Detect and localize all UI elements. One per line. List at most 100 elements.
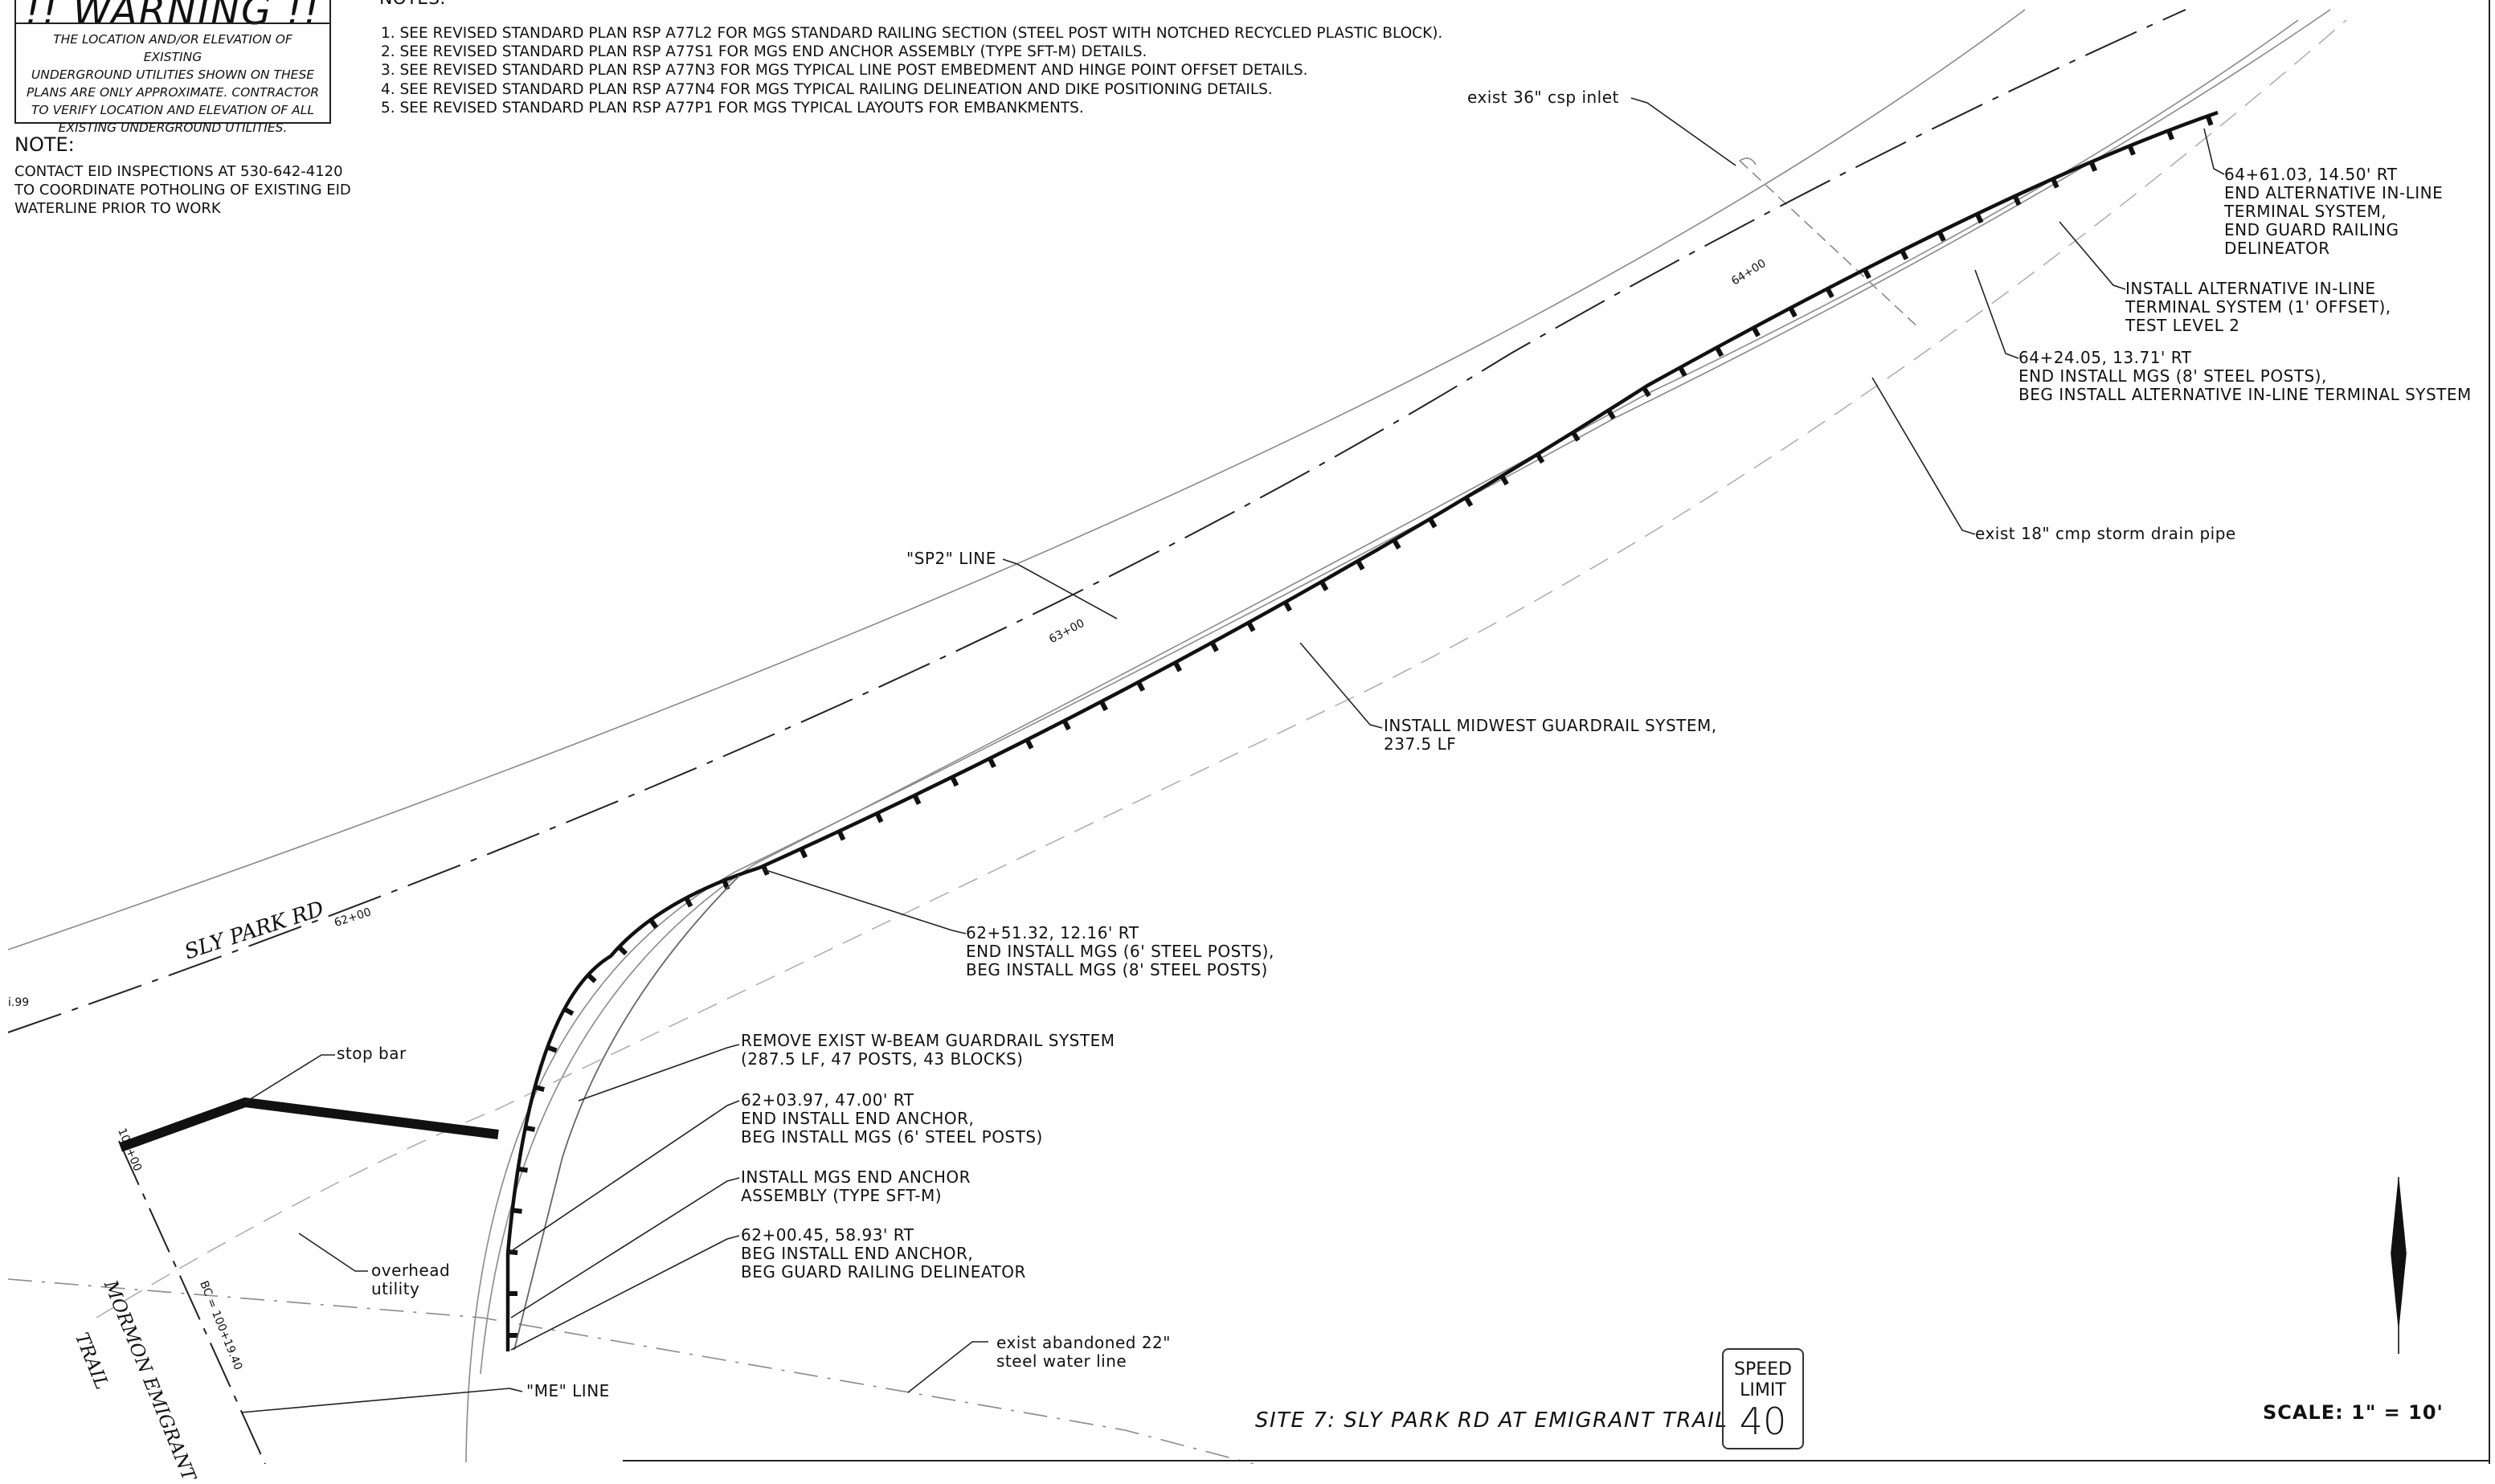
- callout-line: ASSEMBLY (TYPE SFT-M): [741, 1186, 943, 1205]
- guardrail-post: [1319, 580, 1329, 591]
- guardrail-post: [1173, 661, 1183, 673]
- callout-line: END INSTALL END ANCHOR,: [741, 1109, 975, 1128]
- callout-line: "ME" LINE: [526, 1381, 610, 1400]
- note-item: 2. SEE REVISED STANDARD PLAN RSP A77S1 F…: [381, 43, 1147, 61]
- guardrail-post: [1937, 231, 1946, 242]
- callout-line: REMOVE EXIST W-BEAM GUARDRAIL SYSTEM: [741, 1031, 1115, 1050]
- guardrail-post: [1099, 700, 1108, 712]
- note-item: 5. SEE REVISED STANDARD PLAN RSP A77P1 F…: [381, 99, 1084, 117]
- leader-6251: [763, 869, 967, 934]
- guardrail-post: [1974, 212, 1984, 224]
- callout-line: 64+61.03, 14.50' RT: [2224, 165, 2398, 184]
- callout-line: (287.5 LF, 47 POSTS, 43 BLOCKS): [741, 1049, 1024, 1069]
- water-line: [7, 1278, 1254, 1464]
- callout-line: stop bar: [337, 1044, 407, 1063]
- guardrail-post: [1900, 249, 1909, 260]
- sign-label: SPEED LIMIT: [1724, 1359, 1802, 1401]
- callout-line: 62+51.32, 12.16' RT: [966, 923, 1139, 942]
- callout-line: overhead: [371, 1261, 451, 1280]
- guardrail-post: [799, 847, 808, 859]
- callout-line: TERMINAL SYSTEM (1' OFFSET),: [2125, 297, 2391, 317]
- leader-6424: [1974, 269, 2019, 359]
- guardrail-post: [2166, 129, 2174, 141]
- callout-line: TEST LEVEL 2: [2125, 316, 2240, 335]
- guardrail-post: [546, 1045, 558, 1053]
- callout-midwest-guardrail: INSTALL MIDWEST GUARDRAIL SYSTEM, 237.5 …: [1384, 717, 1717, 754]
- leader-midwest: [1299, 642, 1383, 729]
- callout-end-anchor: INSTALL MGS END ANCHOR ASSEMBLY (TYPE SF…: [741, 1168, 971, 1205]
- callout-install-terminal: INSTALL ALTERNATIVE IN-LINE TERMINAL SYS…: [2125, 280, 2391, 335]
- guardrail-post: [1463, 496, 1474, 508]
- leader-csp: [1630, 97, 1736, 166]
- guardrail-post: [517, 1166, 529, 1173]
- guardrail-post: [1499, 474, 1509, 486]
- sly-park-road-edge: [7, 9, 2026, 950]
- warning-line: EXISTING UNDERGROUND UTILITIES.: [58, 121, 288, 135]
- leader-anchor: [510, 1177, 740, 1318]
- leader-6203: [507, 1100, 740, 1254]
- callout-station-62-00: 62+00.45, 58.93' RT BEG INSTALL END ANCH…: [741, 1226, 1026, 1282]
- guardrail-post: [1282, 600, 1292, 612]
- guardrail-post: [648, 918, 659, 930]
- leader-remove: [578, 1044, 740, 1102]
- guardrail-post: [950, 775, 959, 787]
- note-item: 1. SEE REVISED STANDARD PLAN RSP A77L2 F…: [381, 25, 1443, 42]
- callout-line: utility: [371, 1279, 420, 1298]
- guardrail-post: [2012, 194, 2022, 206]
- guardrail-post: [1209, 641, 1219, 652]
- warning-line: THE LOCATION AND/OR ELEVATION OF EXISTIN…: [53, 32, 292, 64]
- callout-line: TERMINAL SYSTEM,: [2224, 202, 2387, 221]
- callout-line: 62+00.45, 58.93' RT: [741, 1225, 914, 1245]
- callout-line: BEG INSTALL END ANCHOR,: [741, 1244, 974, 1263]
- north-arrow: [2391, 1177, 2407, 1354]
- callout-line: 64+24.05, 13.71' RT: [2018, 348, 2192, 367]
- note-line: TO COORDINATE POTHOLING OF EXISTING EID: [14, 182, 351, 198]
- notes-title: NOTES:: [379, 0, 446, 10]
- guardrail-post: [1825, 287, 1834, 299]
- callout-line: INSTALL ALTERNATIVE IN-LINE: [2125, 279, 2376, 298]
- note-item: 3. SEE REVISED STANDARD PLAN RSP A77N3 F…: [381, 62, 1308, 80]
- callout-line: INSTALL MIDWEST GUARDRAIL SYSTEM,: [1384, 716, 1717, 735]
- callout-line: BEG INSTALL MGS (8' STEEL POSTS): [966, 960, 1268, 979]
- callout-line: exist 18" cmp storm drain pipe: [1975, 524, 2236, 543]
- guardrail-post: [512, 1208, 522, 1214]
- note-line: WATERLINE PRIOR TO WORK: [14, 200, 221, 217]
- guardrail-post: [988, 757, 996, 769]
- callout-station-62-03: 62+03.97, 47.00' RT END INSTALL END ANCH…: [741, 1091, 1043, 1147]
- callout-remove-guardrail: REMOVE EXIST W-BEAM GUARDRAIL SYSTEM (28…: [741, 1032, 1115, 1069]
- guardrail-post: [2088, 161, 2098, 172]
- callout-line: steel water line: [996, 1351, 1127, 1371]
- guardrail-post: [1535, 452, 1545, 464]
- guardrail-post: [586, 973, 597, 983]
- guardrail-post: [1136, 681, 1146, 692]
- callout-line: exist 36" csp inlet: [1467, 88, 1619, 107]
- callout-line: BEG INSTALL ALTERNATIVE IN-LINE TERMINAL…: [2018, 385, 2472, 404]
- guardrail-post: [1606, 408, 1616, 420]
- guardrail-post: [1025, 738, 1034, 750]
- leader-install-terminal: [2059, 221, 2126, 290]
- guardrail-post: [525, 1125, 536, 1132]
- leader-me: [240, 1388, 523, 1413]
- pavement-edge-line-2: [465, 9, 2331, 1463]
- me-centerline: [118, 1140, 266, 1464]
- guardrail-post: [836, 830, 846, 841]
- callout-line: 62+03.97, 47.00' RT: [741, 1090, 914, 1110]
- callout-storm-drain: exist 18" cmp storm drain pipe: [1975, 525, 2236, 543]
- leader-end-terminal: [2203, 128, 2225, 175]
- stop-bar: [118, 1097, 499, 1152]
- callout-line: 237.5 LF: [1384, 734, 1457, 754]
- warning-line: TO VERIFY LOCATION AND ELEVATION OF ALL: [31, 103, 315, 117]
- speed-limit-sign: SPEED LIMIT 40: [1722, 1348, 1804, 1449]
- callout-station-62-51: 62+51.32, 12.16' RT END INSTALL MGS (6' …: [966, 924, 1274, 979]
- callout-overhead-utility: overhead utility: [371, 1261, 450, 1298]
- callout-station-64-24: 64+24.05, 13.71' RT END INSTALL MGS (8' …: [2018, 349, 2472, 404]
- guardrail-line: [505, 110, 2219, 1351]
- warning-box: !! WARNING !! THE LOCATION AND/OR ELEVAT…: [14, 0, 331, 135]
- guardrail-post: [1642, 386, 1651, 398]
- warning-line: UNDERGROUND UTILITIES SHOWN ON THESE: [31, 67, 315, 82]
- leader-overhead: [298, 1233, 368, 1272]
- callout-line: "SP2" LINE: [906, 549, 996, 568]
- guardrail-post: [617, 945, 628, 956]
- guardrail-post: [562, 1007, 575, 1016]
